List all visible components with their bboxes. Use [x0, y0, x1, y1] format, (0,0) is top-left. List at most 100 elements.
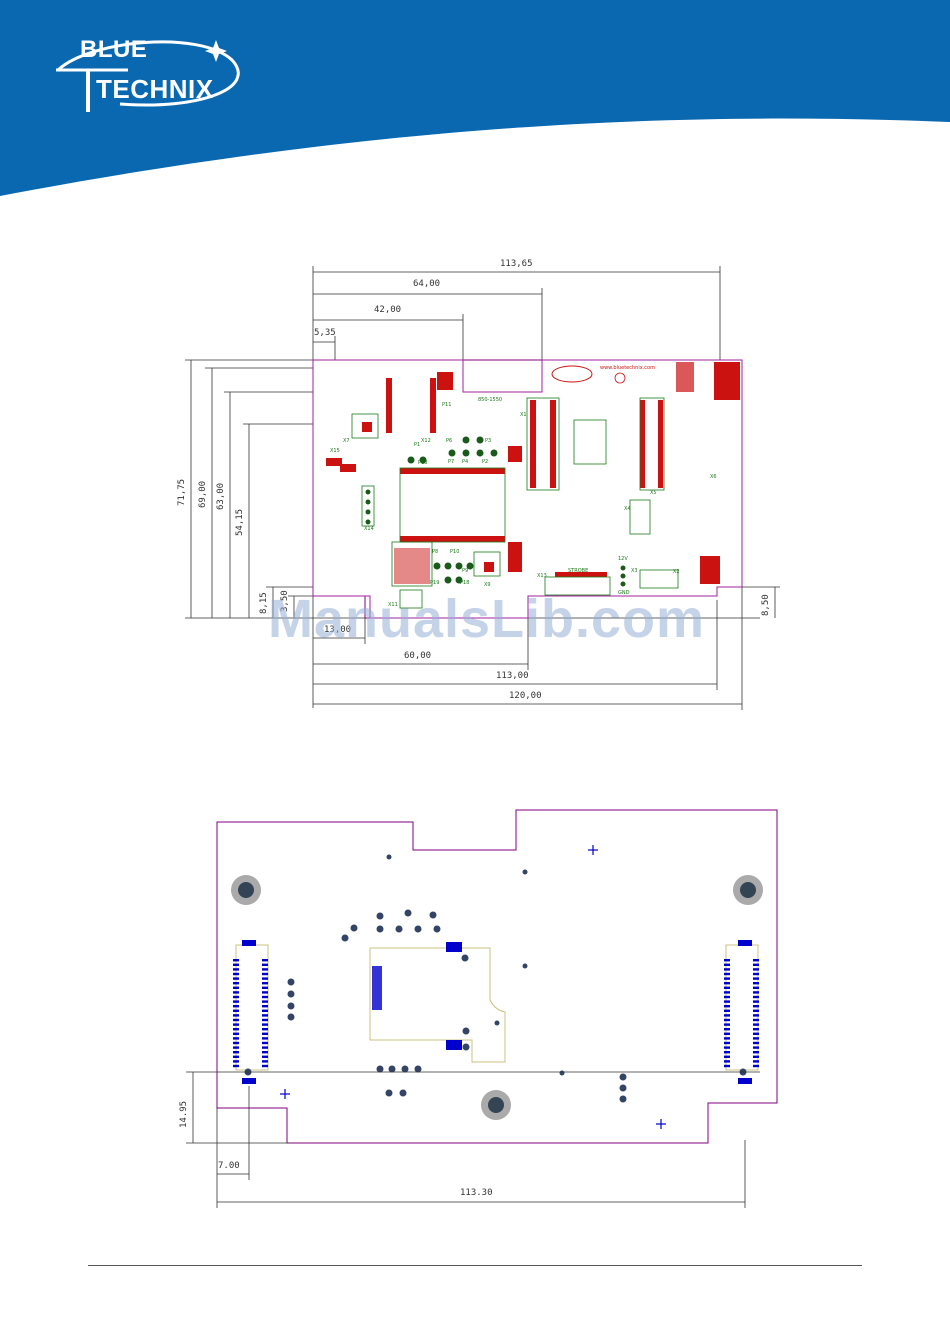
connector-pin: [724, 968, 730, 970]
connector-pin: [233, 1037, 239, 1039]
connector-pin: [233, 1056, 239, 1058]
connector-pin: [724, 1023, 730, 1025]
connector-pin: [753, 1023, 759, 1025]
connector-pin: [262, 959, 268, 961]
connector-pin: [724, 1037, 730, 1039]
connector-pin: [724, 982, 730, 984]
connector-pin: [753, 1019, 759, 1021]
footer-rule: [88, 1265, 862, 1266]
connector-pin: [753, 1010, 759, 1012]
connector-pin: [262, 1037, 268, 1039]
connector-pin: [233, 1042, 239, 1044]
connector-pin: [724, 987, 730, 989]
connector-pin: [724, 1028, 730, 1030]
connector-pin: [233, 1060, 239, 1062]
connector-pin: [233, 991, 239, 993]
connector-pin: [724, 991, 730, 993]
connector-pin: [753, 1060, 759, 1062]
connector-pin: [724, 973, 730, 975]
connector-pin: [724, 1056, 730, 1058]
connector-pin: [233, 964, 239, 966]
connector-pin: [262, 1028, 268, 1030]
connector-pin: [724, 977, 730, 979]
connector-pin: [753, 1028, 759, 1030]
connector-pin: [724, 1065, 730, 1067]
connector-pin: [262, 977, 268, 979]
connector-pin: [233, 1019, 239, 1021]
connector-pin: [753, 1037, 759, 1039]
connector-pin: [724, 959, 730, 961]
connector-pin: [262, 1023, 268, 1025]
connector-pin: [233, 968, 239, 970]
connector-pin: [724, 1014, 730, 1016]
connector-pin: [233, 959, 239, 961]
connector-pin: [262, 1000, 268, 1002]
connector-pin: [233, 1014, 239, 1016]
connector-pin: [262, 996, 268, 998]
connector-pin: [262, 1010, 268, 1012]
connector-pin: [262, 1033, 268, 1035]
connector-pin: [753, 973, 759, 975]
connector-pin: [724, 1051, 730, 1053]
connector-pin: [724, 1060, 730, 1062]
connector-pin: [753, 996, 759, 998]
connector-pin: [753, 982, 759, 984]
connector-pin: [262, 1014, 268, 1016]
connector-pin: [262, 1065, 268, 1067]
connector-pin: [233, 977, 239, 979]
connector-pin: [233, 1065, 239, 1067]
connector-pin: [262, 964, 268, 966]
connector-pin: [753, 977, 759, 979]
connector-pin: [233, 996, 239, 998]
connector-pin: [753, 959, 759, 961]
connector-pin: [753, 1033, 759, 1035]
connector-pin: [753, 1056, 759, 1058]
connector-pin: [262, 968, 268, 970]
connector-pin: [262, 973, 268, 975]
connector-pin: [233, 1023, 239, 1025]
connector-pin: [724, 1010, 730, 1012]
connector-pin: [753, 1065, 759, 1067]
connector-pin: [262, 1042, 268, 1044]
connector-pin: [262, 1051, 268, 1053]
connector-pin: [262, 982, 268, 984]
connector-pin: [233, 1028, 239, 1030]
connector-pin: [753, 1005, 759, 1007]
connector-pin: [753, 968, 759, 970]
connector-pin: [753, 987, 759, 989]
connector-pin: [724, 1000, 730, 1002]
dim-bottom-7: 7.00: [218, 1161, 240, 1171]
connector-pin: [233, 1000, 239, 1002]
connector-pin: [262, 1060, 268, 1062]
connector-pin: [753, 991, 759, 993]
connector-pin: [233, 987, 239, 989]
connector-pin: [753, 1051, 759, 1053]
connector-pin: [753, 964, 759, 966]
connector-pin: [233, 973, 239, 975]
connector-pin: [233, 1005, 239, 1007]
connector-pin: [724, 1042, 730, 1044]
connector-pin: [753, 1000, 759, 1002]
connector-pin: [262, 991, 268, 993]
connector-pin: [753, 1046, 759, 1048]
connector-pin: [753, 1042, 759, 1044]
dim-bottom-113-30: 113.30: [460, 1188, 493, 1198]
connector-pin: [262, 987, 268, 989]
connector-pin: [233, 1046, 239, 1048]
connector-pin: [262, 1056, 268, 1058]
connector-pin: [262, 1046, 268, 1048]
connector-pin: [724, 1046, 730, 1048]
dim-bottom-left-14-95: 14.95: [179, 1101, 189, 1128]
connector-pin: [262, 1019, 268, 1021]
connector-pin: [753, 1014, 759, 1016]
connector-pin: [233, 1010, 239, 1012]
connector-pin: [724, 1005, 730, 1007]
connector-pin: [724, 1033, 730, 1035]
connector-pin: [233, 1033, 239, 1035]
connector-pin: [724, 996, 730, 998]
connector-pin: [724, 964, 730, 966]
connector-pin: [233, 982, 239, 984]
connector-pin: [724, 1019, 730, 1021]
connector-pin: [262, 1005, 268, 1007]
